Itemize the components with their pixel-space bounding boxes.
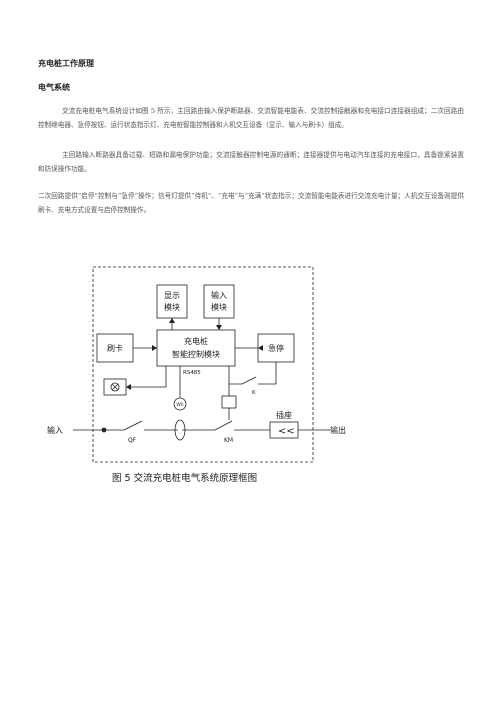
- input-module-label-1: 输入: [211, 290, 227, 300]
- input-terminal-dot: [101, 427, 107, 433]
- card-reader-label: 刷卡: [107, 343, 123, 353]
- section-heading: 电气系统: [38, 82, 70, 92]
- lamp-icon: [110, 382, 120, 392]
- rs485-label: RS485: [183, 370, 201, 376]
- controller-box: [156, 329, 236, 367]
- meter-label: Wh: [176, 402, 183, 408]
- socket-label: 插座: [276, 410, 292, 420]
- emergency-stop-label: 急停: [268, 343, 284, 353]
- input-module-box: [203, 284, 235, 319]
- meter-circle: [173, 397, 187, 411]
- doc-title: 充电桩工作原理: [38, 58, 94, 68]
- output-label: 输出: [330, 425, 346, 435]
- display-module-box: [156, 284, 188, 319]
- enclosure-dashed-border: [92, 266, 314, 463]
- breaker-qf-label: QF: [128, 437, 137, 444]
- controller-label-2: 智能控制模块: [172, 349, 220, 359]
- figure-caption: 图 5 交流充电桩电气系统原理框图: [112, 472, 257, 484]
- relay-k-label: K: [252, 390, 256, 396]
- paragraph-3: 二次回路提供“启停”控制与“急停”操作；信号灯提供“待机”、“充电”与“充满”状…: [38, 192, 464, 214]
- input-label: 输入: [47, 425, 63, 435]
- display-module-label-2: 模块: [164, 302, 180, 312]
- contactor-km-label: KM: [224, 437, 233, 444]
- input-module-label-2: 模块: [211, 302, 227, 312]
- display-module-label-1: 显示: [164, 291, 180, 300]
- socket-chevron-icon: <<: [278, 426, 295, 437]
- paragraph-1: 交流充电桩电气系统设计如图 5 所示，主回路由输入保护断路器、交流智能电能表、交…: [38, 107, 464, 129]
- relay-coil-box: [221, 395, 237, 409]
- controller-label-1: 充电桩: [184, 336, 208, 346]
- paragraph-2: 主回路输入断路器具备过载、短路和漏电保护功能；交流接触器控制电源的通断；连接器提…: [38, 151, 464, 173]
